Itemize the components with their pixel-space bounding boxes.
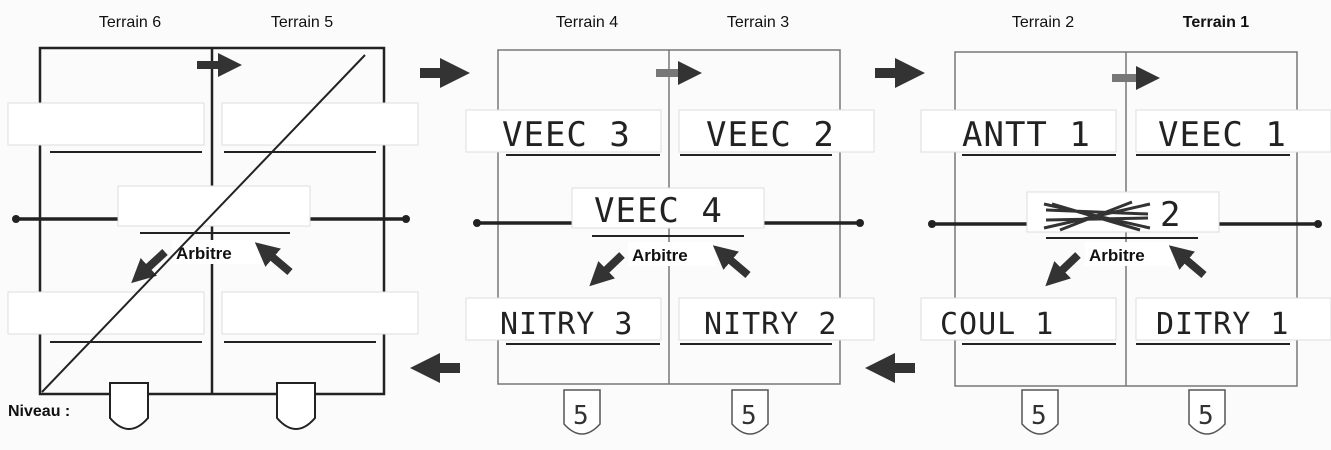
team-bottom-left: NITRY 3 — [500, 307, 633, 342]
level-value: 5 — [1198, 401, 1214, 431]
team-center: VEEC 4 — [594, 191, 723, 231]
team-top-left: ANTT 1 — [962, 115, 1091, 155]
arrow-down-left-icon — [131, 249, 168, 284]
terrain-4-label: Terrain 4 — [555, 14, 619, 31]
terrain-6-label: Terrain 6 — [98, 14, 162, 31]
level-shield-icon — [1188, 389, 1226, 435]
panel-terrains-2-1: ANTT 1 VEEC 1 2 COUL 1 DITRY 1 Arbitre 5… — [920, 51, 1331, 435]
team-bottom-right: DITRY 1 — [1156, 307, 1289, 342]
terrain-3-label: Terrain 3 — [726, 14, 790, 31]
cross-out-line — [41, 54, 366, 393]
team-bottom-right: NITRY 2 — [704, 307, 837, 342]
arrow-up-left-icon — [254, 242, 293, 276]
arrow-down-left-icon — [1045, 252, 1081, 287]
terrain-2-label: Terrain 2 — [1011, 14, 1075, 31]
team-center: 2 — [1160, 195, 1181, 235]
level-shield-icon — [109, 382, 149, 430]
level-shield-icon — [563, 389, 601, 435]
team-top-right: VEEC 2 — [706, 115, 835, 155]
level-shield-icon — [1021, 389, 1059, 435]
terrain-1-label: Terrain 1 — [1182, 14, 1250, 31]
team-top-right: VEEC 1 — [1158, 115, 1287, 155]
arbitre-label-3: Arbitre — [1089, 246, 1145, 265]
panel-terrains-4-3: VEEC 3 VEEC 2 VEEC 4 NITRY 3 NITRY 2 Arb… — [465, 49, 875, 435]
arbitre-label-2: Arbitre — [632, 246, 688, 265]
scribble-mark — [1043, 200, 1151, 232]
arrow-down-left-icon — [589, 252, 625, 287]
level-value: 5 — [573, 401, 589, 431]
level-shield-icon — [276, 382, 316, 430]
terrain-5-label: Terrain 5 — [270, 14, 334, 31]
niveau-label: Niveau : — [8, 403, 71, 420]
level-value: 5 — [1031, 401, 1047, 431]
team-top-left: VEEC 3 — [502, 115, 631, 155]
team-bottom-left: COUL 1 — [940, 307, 1054, 342]
level-value: 5 — [741, 401, 757, 431]
level-shield-icon — [731, 389, 769, 435]
arbitre-label-1: Arbitre — [176, 244, 232, 263]
panel-terrains-6-5: Arbitre — [7, 46, 419, 430]
arrow-up-left-icon — [712, 245, 751, 279]
arrow-up-left-icon — [1168, 245, 1207, 279]
